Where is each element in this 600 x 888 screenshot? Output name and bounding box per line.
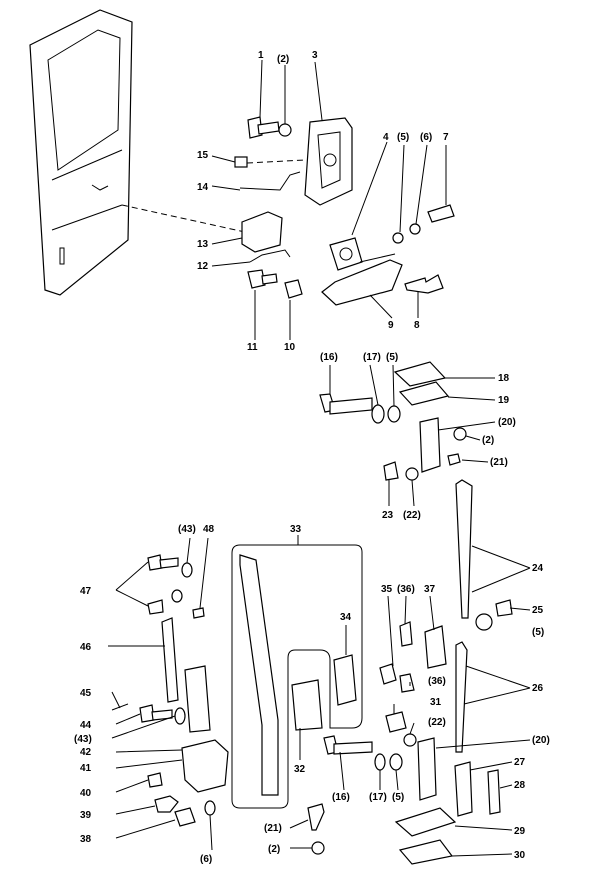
label-7: 7 bbox=[443, 132, 449, 143]
upper-lock-assembly bbox=[234, 116, 455, 306]
label-17b: (17) bbox=[369, 792, 387, 803]
label-20a: (20) bbox=[498, 417, 516, 428]
label-19: 19 bbox=[498, 395, 510, 406]
label-8: 8 bbox=[414, 320, 420, 331]
label-38: 38 bbox=[80, 834, 92, 845]
label-30: 30 bbox=[514, 850, 526, 861]
label-23: 23 bbox=[382, 510, 394, 521]
label-22b: (22) bbox=[428, 717, 446, 728]
label-32: 32 bbox=[294, 764, 306, 775]
bracket-group-33 bbox=[231, 544, 363, 809]
label-18: 18 bbox=[498, 373, 510, 384]
label-37: 37 bbox=[424, 584, 436, 595]
label-25: 25 bbox=[532, 605, 544, 616]
label-2b: (2) bbox=[482, 435, 494, 446]
label-21a: (21) bbox=[490, 457, 508, 468]
left-lock-assembly bbox=[111, 554, 229, 827]
callout-labels: 1 (2) 3 4 (5) (6) 7 15 14 13 12 11 10 9 … bbox=[74, 50, 550, 865]
label-28: 28 bbox=[514, 780, 526, 791]
label-2c: (2) bbox=[268, 844, 280, 855]
label-48: 48 bbox=[203, 524, 215, 535]
label-33: 33 bbox=[290, 524, 302, 535]
label-16a: (16) bbox=[320, 352, 338, 363]
label-14: 14 bbox=[197, 182, 209, 193]
label-35: 35 bbox=[381, 584, 393, 595]
label-22a: (22) bbox=[403, 510, 421, 521]
label-34: 34 bbox=[340, 612, 352, 623]
rods bbox=[455, 479, 473, 753]
label-44: 44 bbox=[80, 720, 92, 731]
label-47: 47 bbox=[80, 586, 92, 597]
label-9: 9 bbox=[388, 320, 394, 331]
label-11: 11 bbox=[247, 342, 258, 353]
label-43a: (43) bbox=[178, 524, 196, 535]
label-15: 15 bbox=[197, 150, 209, 161]
label-10: 10 bbox=[284, 342, 296, 353]
label-31: 31 bbox=[430, 697, 442, 708]
label-3: 3 bbox=[312, 50, 318, 61]
label-6: (6) bbox=[420, 132, 432, 143]
label-5: (5) bbox=[397, 132, 409, 143]
label-41: 41 bbox=[80, 763, 92, 774]
leader-lines bbox=[108, 59, 531, 857]
label-1: 1 bbox=[258, 50, 264, 61]
label-5c: (5) bbox=[532, 627, 544, 638]
label-43b: (43) bbox=[74, 734, 92, 745]
label-40: 40 bbox=[80, 788, 92, 799]
label-5b: (5) bbox=[386, 352, 398, 363]
lower-striker-assembly bbox=[307, 599, 513, 865]
label-26: 26 bbox=[532, 683, 544, 694]
label-42: 42 bbox=[80, 747, 92, 758]
label-16b: (16) bbox=[332, 792, 350, 803]
label-24: 24 bbox=[532, 563, 544, 574]
label-39: 39 bbox=[80, 810, 92, 821]
label-36b: (36) bbox=[428, 676, 446, 687]
label-27: 27 bbox=[514, 757, 526, 768]
door-panel bbox=[29, 9, 246, 296]
label-21b: (21) bbox=[264, 823, 282, 834]
label-29: 29 bbox=[514, 826, 526, 837]
label-12: 12 bbox=[197, 261, 209, 272]
label-4: 4 bbox=[383, 132, 389, 143]
label-5d: (5) bbox=[392, 792, 404, 803]
label-20b: (20) bbox=[532, 735, 550, 746]
label-13: 13 bbox=[197, 239, 209, 250]
label-6b: (6) bbox=[200, 854, 212, 865]
label-45: 45 bbox=[80, 688, 92, 699]
label-36a: (36) bbox=[397, 584, 415, 595]
label-46: 46 bbox=[80, 642, 92, 653]
label-17a: (17) bbox=[363, 352, 381, 363]
upper-striker-assembly bbox=[319, 361, 467, 481]
label-2: (2) bbox=[277, 54, 289, 65]
